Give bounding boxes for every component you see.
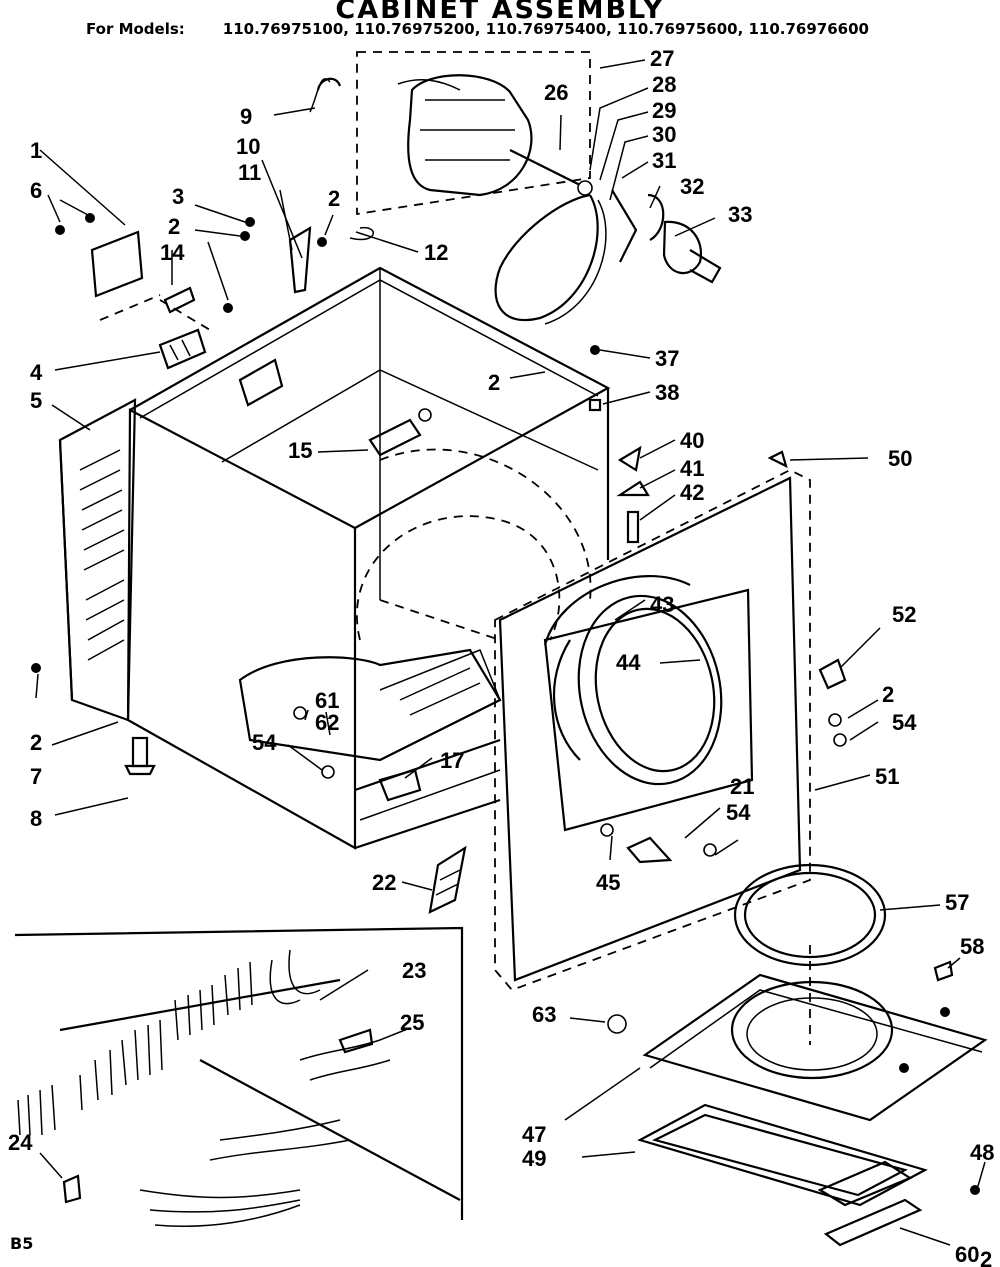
part-label-2: 2	[882, 682, 894, 707]
part-label-12: 12	[424, 240, 448, 265]
part-label-25: 25	[400, 1010, 424, 1035]
part-label-63: 63	[532, 1002, 556, 1027]
part-label-47: 47	[522, 1122, 546, 1147]
page-code: B5	[10, 1234, 34, 1253]
part-label-26: 26	[544, 80, 568, 105]
part-label-50: 50	[888, 446, 912, 471]
part-label-61: 61	[315, 688, 339, 713]
part-labels: 1 2 2 2 2 2 2 3 4 5 6 7 8 9 10 11 12 14 …	[8, 46, 994, 1267]
part-label-32: 32	[680, 174, 704, 199]
motor-assembly	[309, 51, 593, 216]
part-label-9: 9	[240, 104, 252, 129]
part-label-4: 4	[30, 360, 43, 385]
part-label-6: 6	[30, 178, 42, 203]
right-hardware	[428, 345, 847, 914]
part-label-58: 58	[960, 934, 984, 959]
part-label-8: 8	[30, 806, 42, 831]
part-label-52: 52	[892, 602, 916, 627]
part-label-30: 30	[652, 122, 676, 147]
part-label-2: 2	[168, 214, 180, 239]
part-label-17: 17	[440, 748, 464, 773]
part-label-3: 3	[172, 184, 184, 209]
part-label-2: 2	[328, 186, 340, 211]
part-label-1: 1	[30, 138, 42, 163]
part-label-60: 60	[955, 1242, 979, 1267]
diagram-title: CABINET ASSEMBLY	[335, 0, 665, 25]
part-label-27: 27	[650, 46, 674, 71]
door-seal-assembly	[733, 863, 887, 1045]
leader-lines	[35, 59, 986, 1246]
wiring-harness-inset	[14, 926, 464, 1228]
part-label-57: 57	[945, 890, 969, 915]
part-label-54: 54	[892, 710, 917, 735]
door-panel	[642, 973, 988, 1122]
part-label-40: 40	[680, 428, 704, 453]
part-label-2: 2	[488, 370, 500, 395]
part-label-10: 10	[236, 134, 260, 159]
part-label-54: 54	[726, 800, 751, 825]
front-panel	[494, 468, 811, 992]
part-label-23: 23	[402, 958, 426, 983]
part-label-33: 33	[728, 202, 752, 227]
part-label-24: 24	[8, 1130, 33, 1155]
models-label: For Models:	[86, 20, 185, 38]
part-label-37: 37	[655, 346, 679, 371]
part-label-5: 5	[30, 388, 42, 413]
part-label-48: 48	[970, 1140, 994, 1165]
part-label-14: 14	[160, 240, 185, 265]
part-label-28: 28	[652, 72, 676, 97]
part-label-44: 44	[616, 650, 641, 675]
drum-belt	[494, 193, 607, 325]
door-frame-bottom	[607, 960, 980, 1247]
part-label-31: 31	[652, 148, 676, 173]
part-label-2: 2	[30, 730, 42, 755]
cabinet-body	[126, 266, 611, 850]
model-numbers: 110.76975100, 110.76975200, 110.76975400…	[222, 20, 869, 38]
rear-panel	[58, 398, 137, 722]
part-label-7: 7	[30, 764, 42, 789]
top-left-hardware	[31, 213, 375, 673]
part-label-11: 11	[238, 160, 261, 185]
part-label-62: 62	[315, 710, 339, 735]
part-label-41: 41	[680, 456, 704, 481]
part-label-29: 29	[652, 98, 676, 123]
models-line: For Models: 110.76975100, 110.76975200, 1…	[86, 20, 869, 38]
part-label-49: 49	[522, 1146, 546, 1171]
leveling-leg	[124, 736, 156, 776]
part-label-15: 15	[288, 438, 312, 463]
part-label-2: 2	[980, 1247, 992, 1267]
part-label-51: 51	[875, 764, 899, 789]
idler-bracket	[611, 189, 722, 284]
part-label-42: 42	[680, 480, 704, 505]
part-label-38: 38	[655, 380, 679, 405]
part-label-54: 54	[252, 730, 277, 755]
part-label-22: 22	[372, 870, 396, 895]
part-label-45: 45	[596, 870, 620, 895]
part-label-43: 43	[650, 592, 674, 617]
part-label-21: 21	[730, 774, 754, 799]
